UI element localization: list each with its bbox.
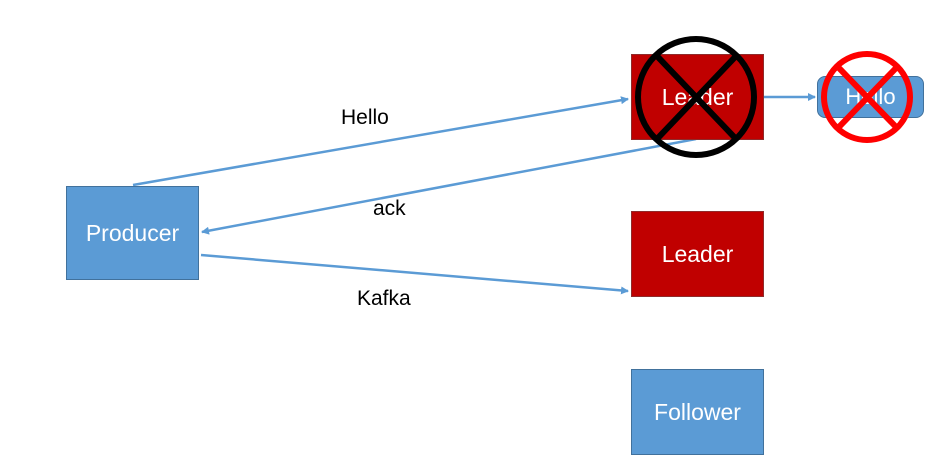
leader-label: Leader [661, 240, 734, 267]
hello-edge-label: Hello [341, 106, 389, 129]
failed-leader-node: Leader [631, 54, 764, 140]
leader-node: Leader [631, 211, 764, 297]
failed-leader-label: Leader [661, 83, 734, 110]
producer-label: Producer [85, 219, 180, 246]
lost-message-label: Hello [845, 84, 896, 109]
kafka-edge-label: Kafka [357, 287, 411, 310]
follower-label: Follower [654, 398, 741, 425]
ack-arrow [201, 137, 697, 235]
ack-edge-label: ack [373, 197, 406, 220]
producer-node: Producer [66, 186, 199, 280]
lost-message-node: Hello [817, 76, 924, 118]
follower-node: Follower [631, 369, 764, 455]
kafka-arrow [200, 253, 629, 295]
